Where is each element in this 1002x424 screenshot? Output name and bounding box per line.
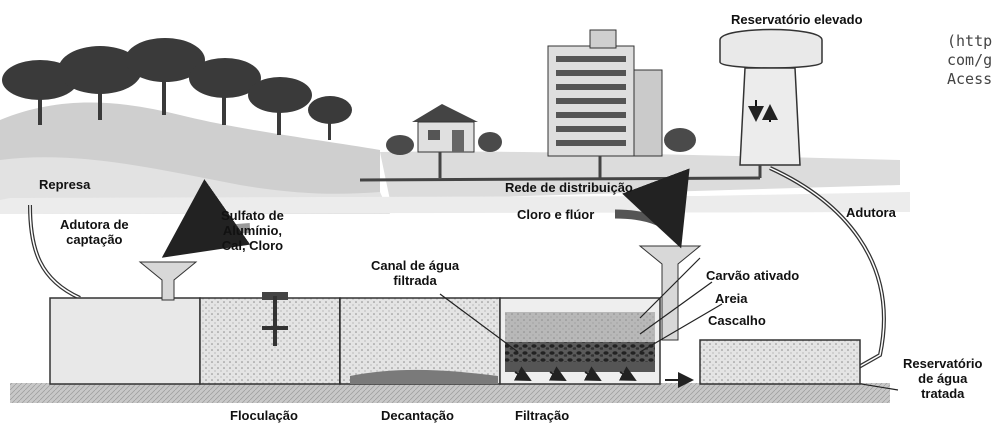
label-reservatorio-elevado: Reservatório elevado — [731, 12, 863, 27]
label-represa: Represa — [39, 177, 91, 192]
floculation-tank — [199, 292, 358, 385]
source-line-2: com/g — [947, 51, 993, 69]
source-line-3: Acess — [947, 70, 993, 88]
label-sulfato: Sulfato de Alumínio, Cal, Cloro — [221, 208, 284, 253]
filtration-tank — [499, 168, 702, 388]
label-adutora: Adutora — [846, 205, 896, 220]
distribution-network — [359, 152, 762, 182]
elevated-reservoir — [719, 28, 823, 166]
house — [386, 104, 502, 155]
label-decantacao: Decantação — [381, 408, 454, 423]
label-carvao-ativado: Carvão ativado — [706, 268, 800, 283]
label-filtracao: Filtração — [515, 408, 570, 423]
trees — [2, 38, 352, 140]
label-cascalho: Cascalho — [708, 313, 766, 328]
source-line-1: (http — [947, 32, 993, 50]
label-rede-distribuicao: Rede de distribuição — [505, 180, 633, 195]
treated-water-reservoir — [699, 339, 861, 385]
mixing-tank — [49, 179, 251, 385]
plant-ground — [10, 383, 890, 403]
label-canal-agua-filtrada: Canal de água filtrada — [371, 258, 460, 288]
apartment-building — [547, 29, 696, 157]
label-cloro-fluor: Cloro e flúor — [517, 207, 595, 222]
label-floculacao: Floculação — [230, 408, 298, 423]
label-areia: Areia — [715, 291, 748, 306]
decantation-tank — [339, 297, 501, 385]
label-reservatorio-agua-tratada: Reservatório de água tratada — [903, 356, 983, 401]
label-adutora-captacao: Adutora de captação — [60, 217, 129, 247]
